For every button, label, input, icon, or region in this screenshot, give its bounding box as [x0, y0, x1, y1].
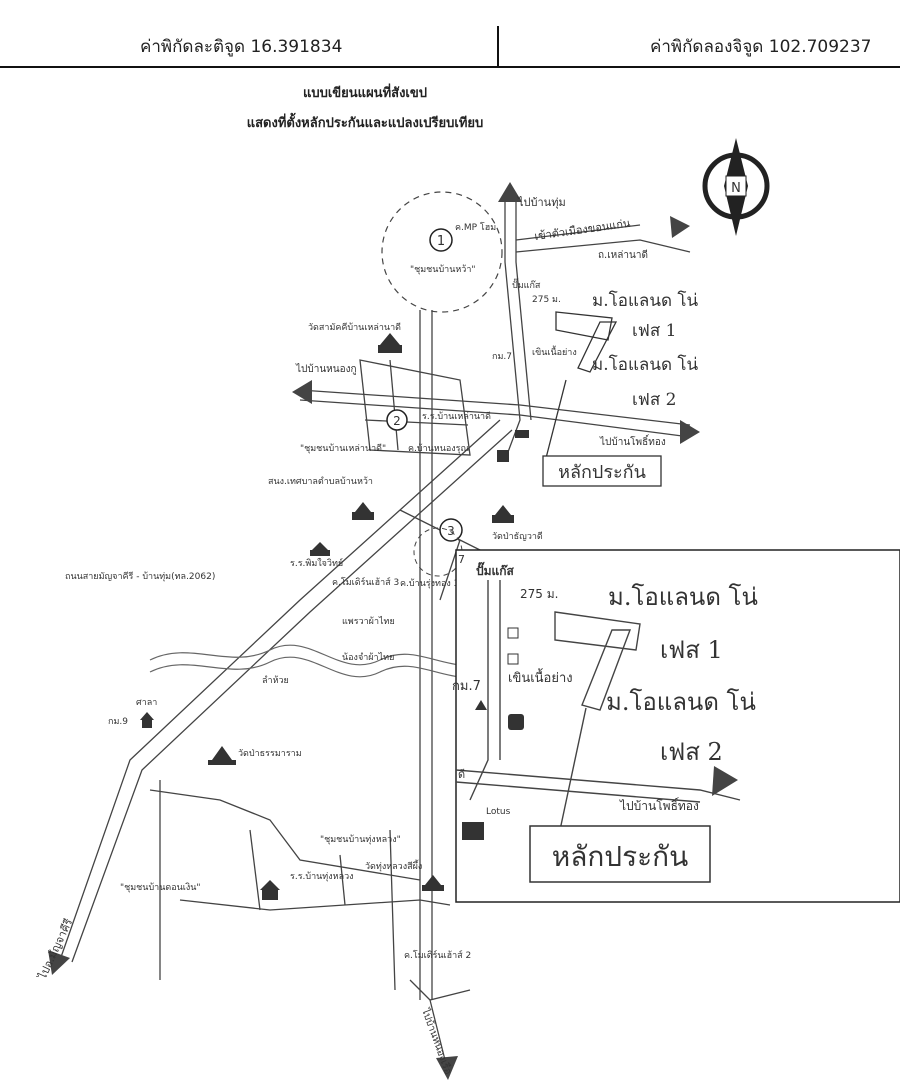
- marker-1: [429, 228, 453, 252]
- svg-text:สนง.เทศบาลตำบลบ้านหว้า: สนง.เทศบาลตำบลบ้านหว้า: [268, 476, 373, 487]
- svg-text:275 ม.: 275 ม.: [520, 587, 558, 601]
- marker-2: [386, 409, 408, 431]
- school-icon: [310, 542, 330, 556]
- svg-text:"ชุมชนบ้านเหล่านาดี": "ชุมชนบ้านเหล่านาดี": [300, 443, 386, 454]
- compass-north: N: [731, 181, 741, 196]
- landmark-icons: [140, 333, 529, 900]
- svg-text:2: 2: [393, 414, 401, 428]
- svg-text:ไปบ้านหนองเรือ: ไปบ้านหนองเรือ: [419, 1006, 454, 1076]
- inset-map: 7 ปั๊มแก๊ส 275 ม. กม.7 เขินเนื้อย่าง ดี …: [452, 549, 900, 903]
- community-circle: [381, 191, 503, 313]
- svg-text:7: 7: [458, 553, 465, 566]
- svg-text:กม.7: กม.7: [492, 352, 512, 362]
- svg-text:เขินเนื้อย่าง: เขินเนื้อย่าง: [508, 668, 573, 686]
- store-icon: [515, 430, 529, 438]
- latitude-label: ค่าพิกัดละติจูด 16.391834: [140, 37, 343, 57]
- svg-text:เขินเนื้อย่าง: เขินเนื้อย่าง: [532, 345, 577, 358]
- svg-text:ปั๊มแก๊ส: ปั๊มแก๊ส: [476, 561, 515, 578]
- temple-icon: [378, 333, 402, 353]
- svg-text:เฟส 1: เฟส 1: [660, 636, 723, 664]
- svg-text:ไปบ้านทุ่ม: ไปบ้านทุ่ม: [517, 196, 566, 209]
- svg-text:"ชุมชนบ้านทุ่งหลวง": "ชุมชนบ้านทุ่งหลวง": [320, 834, 401, 845]
- svg-text:"ชุมชนบ้านดอนเงิน": "ชุมชนบ้านดอนเงิน": [120, 882, 201, 893]
- svg-text:น้องจำผ้าไทย: น้องจำผ้าไทย: [342, 652, 394, 663]
- collateral-label-inset: หลักประกัน: [552, 840, 689, 873]
- svg-text:ค.โมเดิร์นเฮ้าส์ 3: ค.โมเดิร์นเฮ้าส์ 3: [332, 576, 399, 588]
- svg-text:วัดป่าธรรมาราม: วัดป่าธรรมาราม: [238, 749, 302, 759]
- svg-text:ดี: ดี: [458, 768, 465, 781]
- school-icon: [260, 880, 280, 900]
- svg-text:ถ.เหล่านาดี: ถ.เหล่านาดี: [598, 249, 648, 261]
- svg-text:ม.โอแลนด โน่: ม.โอแลนด โน่: [606, 688, 756, 716]
- svg-text:ลำห้วย: ลำห้วย: [262, 675, 289, 686]
- map-subtitle: แสดงที่ตั้งหลักประกันและแปลงเปรียบเทียบ: [246, 116, 484, 131]
- collateral-box-main: [542, 455, 662, 487]
- direction-arrows: [48, 182, 700, 1080]
- svg-text:ม.โอแลนด โน่: ม.โอแลนด โน่: [592, 290, 699, 311]
- svg-text:ไปบ้านหนองกู: ไปบ้านหนองกู: [295, 363, 357, 375]
- svg-text:ม.โอแลนด โน่: ม.โอแลนด โน่: [592, 354, 699, 375]
- office-icon: [352, 502, 374, 520]
- svg-text:แพรวาผ้าไทย: แพรวาผ้าไทย: [342, 616, 395, 627]
- svg-text:ม.โอแลนด โน่: ม.โอแลนด โน่: [608, 583, 758, 611]
- svg-text:ไปบ้านโพธิ์ทอง: ไปบ้านโพธิ์ทอง: [619, 797, 699, 813]
- svg-text:วัดสามัคคีบ้านเหล่านาดี: วัดสามัคคีบ้านเหล่านาดี: [308, 322, 401, 333]
- svg-text:ค.MP โฮม: ค.MP โฮม: [455, 222, 496, 233]
- svg-text:"ชุมชนบ้านหว้า": "ชุมชนบ้านหว้า": [410, 264, 476, 275]
- marker-3: [439, 518, 463, 542]
- svg-text:วัดป่าธัญวาดี: วัดป่าธัญวาดี: [492, 531, 543, 542]
- svg-text:3: 3: [447, 524, 455, 538]
- svg-text:ร.ร.บ้านเหล่านาดี: ร.ร.บ้านเหล่านาดี: [422, 411, 491, 422]
- svg-text:วัดทุ่งหลวงสีผึ้ง: วัดทุ่งหลวงสีผึ้ง: [365, 859, 422, 872]
- svg-text:ค.บ้านหนองรุณ: ค.บ้านหนองรุณ: [408, 443, 469, 454]
- svg-text:ร.ร.พิมใจวิทย์: ร.ร.พิมใจวิทย์: [290, 557, 343, 569]
- road-network: [59, 200, 691, 1061]
- svg-text:เฟส 1: เฟส 1: [632, 321, 676, 341]
- collateral-label-main: หลักประกัน: [558, 462, 646, 483]
- temple-icon: [422, 875, 444, 891]
- buddha-icon: [208, 746, 236, 765]
- svg-text:ปั๊มแก๊ส: ปั๊มแก๊ส: [512, 278, 541, 291]
- svg-text:เฟส 2: เฟส 2: [632, 390, 676, 410]
- svg-text:เฟส 2: เฟส 2: [660, 738, 723, 766]
- svg-text:Lotus: Lotus: [486, 807, 511, 817]
- header-divider: [497, 26, 499, 66]
- header-bar: ค่าพิกัดละติจูด 16.391834 ค่าพิกัดลองจิจ…: [0, 0, 900, 68]
- svg-text:ถนนสายมัญจาคีรี - บ้านทุ่ม(ทล.: ถนนสายมัญจาคีรี - บ้านทุ่ม(ทล.2062): [65, 571, 215, 582]
- temple-icon: [492, 505, 514, 523]
- svg-text:275 ม.: 275 ม.: [532, 295, 561, 305]
- svg-text:ไปบ้านโพธิ์ทอง: ไปบ้านโพธิ์ทอง: [599, 434, 666, 448]
- svg-text:ค.โมเดิร์นเฮ้าส์ 2: ค.โมเดิร์นเฮ้าส์ 2: [404, 949, 471, 961]
- svg-text:กม.9: กม.9: [108, 717, 128, 727]
- project-labels-main: ม.โอแลนด โน่ เฟส 1 ม.โอแลนด โน่ เฟส 2: [592, 290, 699, 410]
- svg-text:ศาลา: ศาลา: [136, 698, 157, 708]
- longitude-label: ค่าพิกัดลองจิจูด 102.709237: [650, 37, 872, 57]
- creek-line: [149, 644, 501, 667]
- shrine-icon: [140, 712, 154, 728]
- svg-text:ค.บ้านรุ่งทอง 3: ค.บ้านรุ่งทอง 3: [400, 578, 459, 589]
- map-title: แบบเขียนแผนที่สังเขป: [302, 86, 428, 101]
- svg-text:เข้าตัวเมืองขอนแก่น: เข้าตัวเมืองขอนแก่น: [534, 217, 632, 243]
- svg-text:ไปอ.มัญจาคีรี: ไปอ.มัญจาคีรี: [36, 917, 76, 983]
- project-plots: [544, 311, 618, 463]
- marker-1-label: 1: [437, 234, 445, 249]
- seven-eleven-icon: [497, 450, 509, 462]
- svg-text:ร.ร.บ้านทุ่งหลวง: ร.ร.บ้านทุ่งหลวง: [290, 871, 354, 882]
- compass-icon: N: [702, 138, 770, 236]
- svg-text:กม.7: กม.7: [452, 679, 481, 694]
